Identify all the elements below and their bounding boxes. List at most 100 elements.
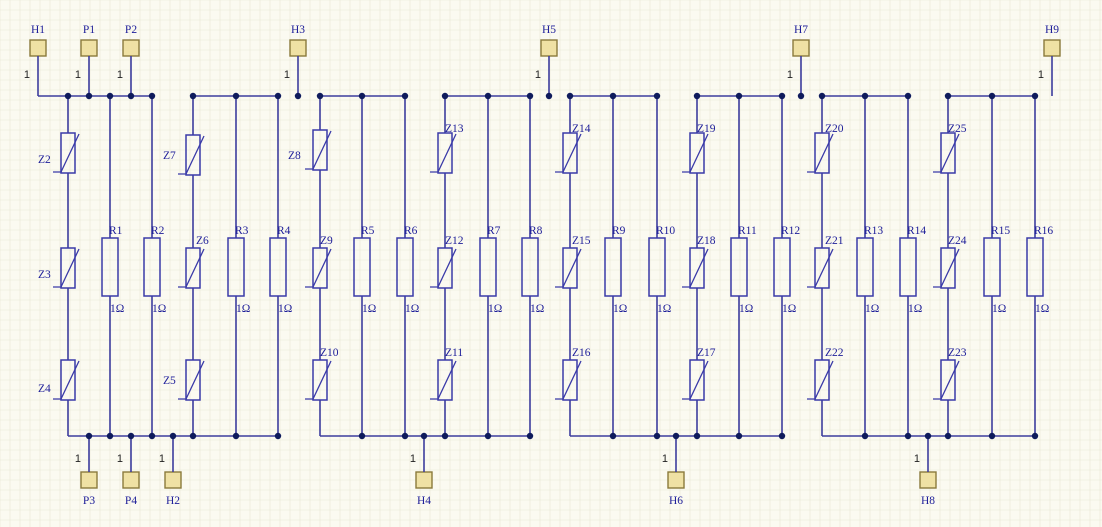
varistor-slash xyxy=(682,248,709,288)
resistor-ref: R1 xyxy=(109,225,123,237)
varistor-slash xyxy=(53,248,80,288)
junction-dot xyxy=(797,92,805,100)
varistor-slash xyxy=(807,360,834,400)
varistor-ref: Z14 xyxy=(572,123,591,135)
varistor-body xyxy=(60,359,76,401)
varistor-ref: Z2 xyxy=(38,154,51,166)
junction-dot xyxy=(401,92,409,100)
junction-dot xyxy=(609,432,617,440)
port-label: P2 xyxy=(125,24,137,36)
resistor-body xyxy=(604,237,622,297)
port-label: P4 xyxy=(125,495,137,507)
pin-number: 1 xyxy=(787,69,793,81)
resistor-body xyxy=(353,237,371,297)
varistor-slash xyxy=(933,133,960,173)
varistor-body xyxy=(689,247,705,289)
resistor-ref: R16 xyxy=(1034,225,1053,237)
port-label: P1 xyxy=(83,24,95,36)
varistor-slash xyxy=(53,360,80,400)
resistor-ref: R14 xyxy=(907,225,926,237)
varistor-body xyxy=(940,359,956,401)
pin-number: 1 xyxy=(24,69,30,81)
varistor-ref: Z6 xyxy=(196,235,209,247)
port-label: H6 xyxy=(669,495,683,507)
varistor-slash xyxy=(933,360,960,400)
junction-dot xyxy=(127,92,135,100)
varistor-ref: Z4 xyxy=(38,383,51,395)
resistor-value: 1Ω xyxy=(488,303,502,315)
junction-dot xyxy=(232,432,240,440)
port-box xyxy=(919,471,937,489)
resistor-ref: R8 xyxy=(529,225,543,237)
resistor-ref: R9 xyxy=(612,225,626,237)
junction-dot xyxy=(944,432,952,440)
resistor-ref: R4 xyxy=(277,225,291,237)
varistor-slash xyxy=(305,130,332,170)
port-label: H4 xyxy=(417,495,431,507)
pin-number: 1 xyxy=(159,453,165,465)
varistor-body xyxy=(562,132,578,174)
varistor-body xyxy=(185,247,201,289)
varistor-body xyxy=(940,247,956,289)
junction-dot xyxy=(189,92,197,100)
junction-dot xyxy=(818,92,826,100)
varistor-ref: Z20 xyxy=(825,123,844,135)
junction-dot xyxy=(1031,92,1039,100)
junction-dot xyxy=(484,432,492,440)
junction-dot xyxy=(232,92,240,100)
junction-dot xyxy=(924,432,932,440)
resistor-ref: R7 xyxy=(487,225,501,237)
resistor-value: 1Ω xyxy=(739,303,753,315)
resistor-ref: R15 xyxy=(991,225,1010,237)
resistor-value: 1Ω xyxy=(908,303,922,315)
pin-number: 1 xyxy=(662,453,668,465)
junction-dot xyxy=(526,92,534,100)
junction-dot xyxy=(1031,432,1039,440)
varistor-ref: Z24 xyxy=(948,235,967,247)
junction-dot xyxy=(441,432,449,440)
resistor-body xyxy=(730,237,748,297)
junction-dot xyxy=(484,92,492,100)
varistor-ref: Z5 xyxy=(163,375,176,387)
varistor-body xyxy=(562,247,578,289)
port-label: H8 xyxy=(921,495,935,507)
port-box xyxy=(29,39,47,57)
junction-dot xyxy=(85,92,93,100)
varistor-body xyxy=(60,247,76,289)
resistor-value: 1Ω xyxy=(530,303,544,315)
varistor-body xyxy=(437,247,453,289)
varistor-body xyxy=(562,359,578,401)
junction-dot xyxy=(127,432,135,440)
resistor-value: 1Ω xyxy=(1035,303,1049,315)
resistor-value: 1Ω xyxy=(110,303,124,315)
varistor-body xyxy=(689,359,705,401)
port-box xyxy=(667,471,685,489)
junction-dot xyxy=(420,432,428,440)
junction-dot xyxy=(274,432,282,440)
port-label: H1 xyxy=(31,24,45,36)
resistor-body xyxy=(1026,237,1044,297)
resistor-ref: R12 xyxy=(781,225,800,237)
resistor-body xyxy=(269,237,287,297)
pin-number: 1 xyxy=(117,69,123,81)
junction-dot xyxy=(693,432,701,440)
resistor-body xyxy=(227,237,245,297)
junction-dot xyxy=(609,92,617,100)
varistor-slash xyxy=(430,360,457,400)
varistor-slash xyxy=(555,133,582,173)
junction-dot xyxy=(735,432,743,440)
varistor-body xyxy=(437,359,453,401)
junction-dot xyxy=(441,92,449,100)
pin-number: 1 xyxy=(75,453,81,465)
junction-dot xyxy=(85,432,93,440)
varistor-ref: Z18 xyxy=(697,235,716,247)
junction-dot xyxy=(988,432,996,440)
pin-number: 1 xyxy=(284,69,290,81)
port-label: H9 xyxy=(1045,24,1059,36)
varistor-body xyxy=(312,359,328,401)
varistor-body xyxy=(60,132,76,174)
port-label: P3 xyxy=(83,495,95,507)
junction-dot xyxy=(148,432,156,440)
port-label: H7 xyxy=(794,24,808,36)
